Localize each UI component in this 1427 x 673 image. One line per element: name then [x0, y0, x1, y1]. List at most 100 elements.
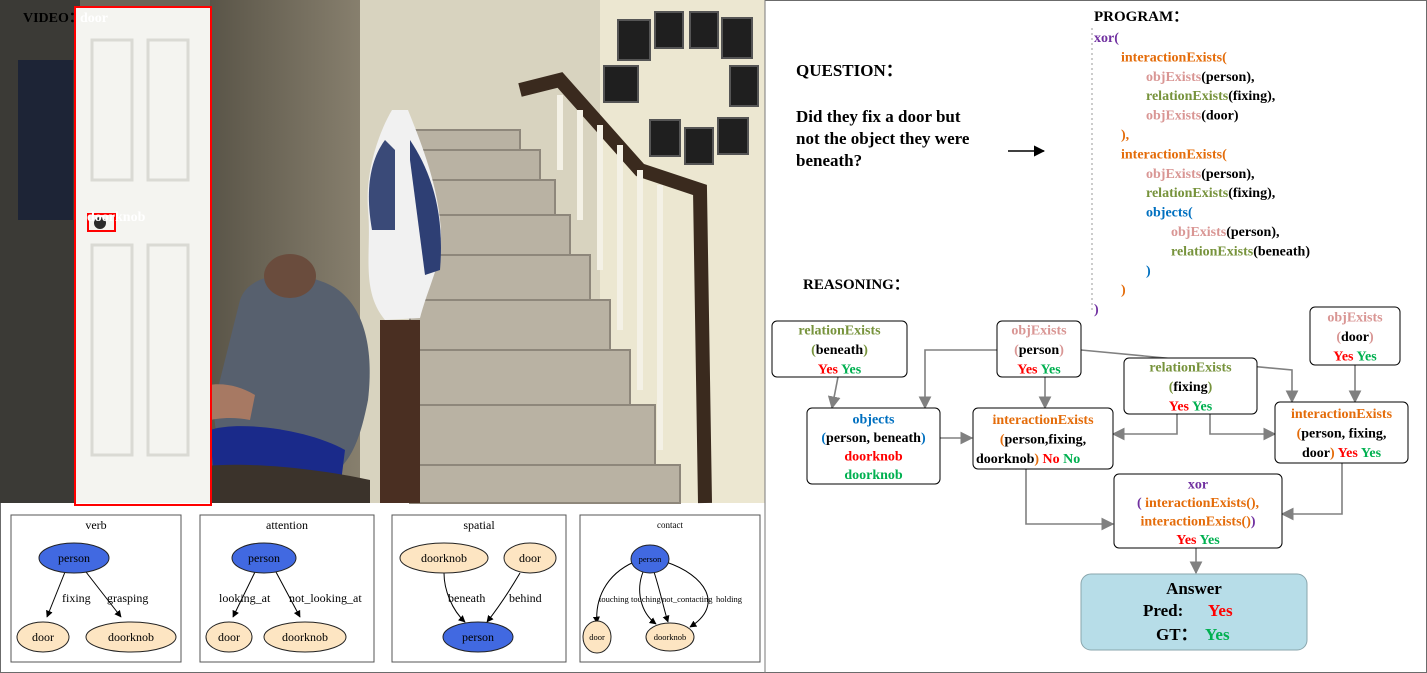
edge-interaction-2-to-xor [1280, 463, 1343, 521]
text-run: doorknob [844, 449, 903, 464]
objects-node-line: (person, beneath) [821, 431, 926, 446]
answer-box: Answer Pred: Yes GT： Yes [1080, 573, 1308, 651]
xor-node-line: Yes Yes [1176, 533, 1220, 548]
reasoning-nodes: relationExists(beneath)Yes YesobjExists(… [771, 306, 1409, 549]
attention-edge-not-looking-at [275, 571, 301, 618]
answer-gt-label: GT： [1156, 625, 1198, 644]
text-run: (beneath) [1253, 244, 1310, 259]
text-run: Yes [1192, 400, 1213, 415]
question-line-1: Did they fix a door but [796, 107, 961, 126]
text-run: Yes [818, 363, 839, 378]
text-run: doorknob [844, 468, 903, 483]
program-line: objects( [1146, 206, 1193, 221]
text-run: Yes [1040, 363, 1061, 378]
text-run: objects( [1146, 206, 1193, 221]
text-run: door [1341, 330, 1369, 345]
xor-node-box [1113, 473, 1283, 549]
edge-person-to-objects [918, 349, 997, 410]
door-box-label: door [80, 11, 108, 26]
answer-pred-label: Pred: [1143, 601, 1183, 620]
text-run: relationExists [1146, 89, 1229, 104]
text-run: ) [1059, 343, 1064, 358]
program-label: PROGRAM： [1094, 9, 1188, 25]
text-run: objExists [1146, 167, 1202, 182]
spatial-edge-label-beneath: beneath [448, 591, 485, 605]
text-run: relationExists [1149, 361, 1232, 376]
relation-fixing-node-line: relationExists [1149, 361, 1232, 376]
spatial-node-doorknob-label: doorknob [421, 551, 467, 565]
text-run: ( [1336, 330, 1341, 345]
program-section: PROGRAM： xor(interactionExists(objExists… [1091, 9, 1310, 318]
text-run: objects [853, 412, 896, 427]
attention-edge-label-looking-at: looking_at [219, 591, 271, 605]
relation-fixing-node: relationExists(fixing)Yes Yes [1123, 357, 1258, 415]
interaction-2-node: interactionExists(person, fixing,door) Y… [1274, 401, 1409, 464]
objects-node: objects (person, beneath) doorknob doorknob [806, 407, 941, 485]
xor-node-line: interactionExists()) [1140, 514, 1255, 529]
text-run: Yes [1199, 533, 1220, 548]
doorknob-box-label: doorknob [87, 210, 146, 225]
question-line-2: not the object they were [796, 129, 970, 148]
text-run: interactionExists( [1121, 50, 1227, 65]
attention-edge-looking-at [232, 571, 256, 618]
program-line: xor( [1094, 31, 1119, 46]
contact-node-door-label: door [589, 632, 605, 642]
verb-node-person [38, 542, 110, 574]
program-line: interactionExists( [1121, 147, 1227, 162]
text-run: (fixing), [1228, 186, 1275, 201]
text-run: Yes [1361, 446, 1382, 461]
program-line: relationExists(fixing), [1146, 89, 1275, 104]
relation-beneath-node-box [771, 320, 908, 378]
attention-node-doorknob-label: doorknob [282, 630, 328, 644]
text-run: ) [921, 431, 926, 446]
attention-graph: attention looking_at not_looking_at pers… [199, 514, 375, 663]
text-run: ) [1034, 452, 1039, 467]
contact-edge-label-not-contacting: not_contacting [662, 594, 713, 604]
attention-node-doorknob [263, 621, 347, 653]
text-run: ), [1121, 128, 1129, 143]
text-run: relationExists [798, 324, 881, 339]
text-run: ) [863, 343, 868, 358]
obj-person-node-line: (person) [1014, 343, 1064, 358]
text-run: ) [1369, 330, 1374, 345]
contact-graph-title: contact [657, 520, 683, 530]
text-run: Yes [1335, 446, 1359, 461]
spatial-edge-beneath [443, 572, 466, 623]
interaction-1-node-line: interactionExists [992, 413, 1094, 428]
text-run: ( [811, 343, 816, 358]
interaction-2-node-box [1274, 401, 1409, 464]
spatial-edge-behind [486, 572, 521, 623]
answer-title: Answer [1166, 579, 1222, 598]
verb-node-doorknob [85, 621, 177, 653]
text-run: No [1039, 452, 1060, 467]
program-line: ) [1146, 264, 1151, 279]
relation-beneath-node-line: (beneath) [811, 343, 868, 358]
contact-edge-label-touching-doorknob: touching [631, 594, 661, 604]
text-run: door [1302, 446, 1330, 461]
contact-node-person-label: person [639, 554, 662, 564]
verb-graph: verb fixing grasping person door doorkno… [10, 514, 182, 663]
contact-edge-touching-doorknob [639, 571, 657, 625]
spatial-node-doorknob [399, 542, 489, 574]
contact-edge-holding [665, 561, 709, 628]
interaction-2-node-line: door) Yes Yes [1302, 446, 1382, 461]
program-line: objExists(door) [1146, 109, 1239, 124]
text-run: (door) [1201, 109, 1239, 124]
verb-edge-label-grasping: grasping [107, 591, 148, 605]
attention-node-person [231, 542, 297, 574]
text-run: ( [1014, 343, 1019, 358]
program-line: objExists(person), [1146, 167, 1255, 182]
question-label: QUESTION： [796, 61, 903, 80]
program-line: objExists(person), [1171, 225, 1280, 240]
verb-edge-fixing [46, 571, 66, 618]
contact-edge-label-touching-door: touching [599, 594, 629, 604]
spatial-graph-title: spatial [463, 518, 495, 532]
text-run: doorknob [976, 452, 1035, 467]
program-line: ) [1121, 283, 1126, 298]
obj-door-node-line: Yes Yes [1333, 350, 1377, 365]
obj-door-node-box [1309, 306, 1401, 366]
obj-door-node: objExists(door)Yes Yes [1309, 306, 1401, 366]
interaction-2-node-line: interactionExists [1291, 407, 1393, 422]
edge-fixing-to-interaction-1 [1111, 414, 1178, 441]
